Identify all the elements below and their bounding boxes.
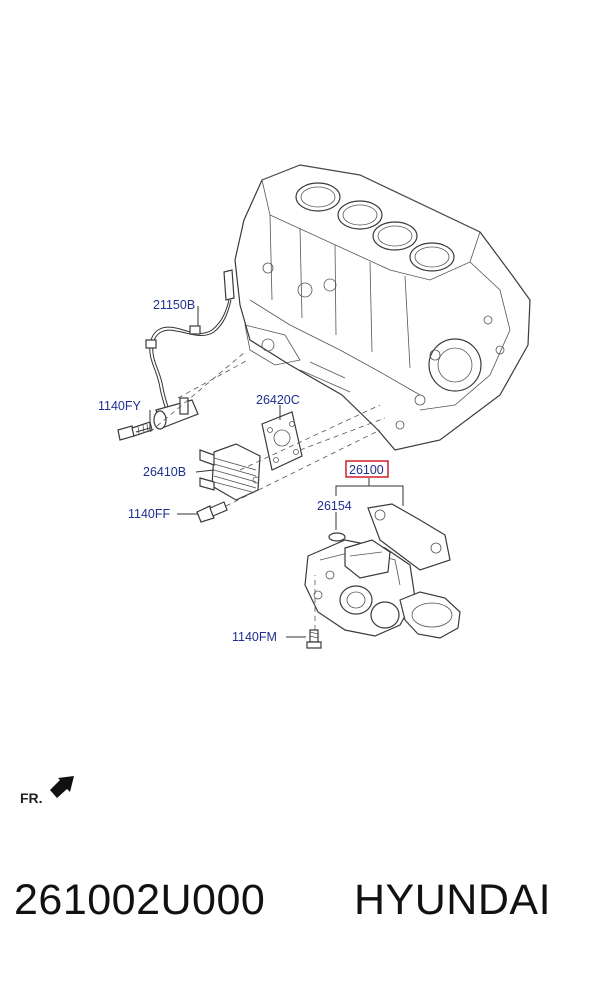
oil-cooler [199, 443, 261, 501]
highlight-box [345, 460, 389, 478]
oil-filter-bracket-assembly [304, 503, 461, 639]
callout-1140fm: 1140FM [232, 630, 277, 644]
leader-lines [135, 306, 404, 638]
crankshaft-sensor [145, 269, 235, 430]
callout-26420c: 26420C [256, 393, 300, 407]
callout-1140ff: 1140FF [128, 507, 171, 521]
bolt-1140fm [306, 629, 322, 649]
callout-26154: 26154 [317, 499, 352, 513]
bolt-1140fy [117, 421, 153, 441]
footer: 261002U000 HYUNDAI [0, 876, 600, 946]
front-direction-marker: FR. [20, 776, 74, 806]
fr-label: FR. [20, 790, 43, 806]
brand-name: HYUNDAI [354, 876, 552, 924]
callout-1140fy: 1140FY [98, 399, 142, 413]
bolt-1140ff [196, 501, 228, 523]
o-ring [328, 532, 346, 542]
callout-21150b: 21150B [153, 298, 195, 312]
engine-block [234, 164, 531, 451]
part-number: 261002U000 [14, 876, 266, 924]
callout-26100: 26100 [349, 463, 384, 477]
oil-cooler-gasket [261, 411, 303, 471]
callout-26410b: 26410B [143, 465, 186, 479]
fr-arrow-icon [50, 776, 74, 798]
